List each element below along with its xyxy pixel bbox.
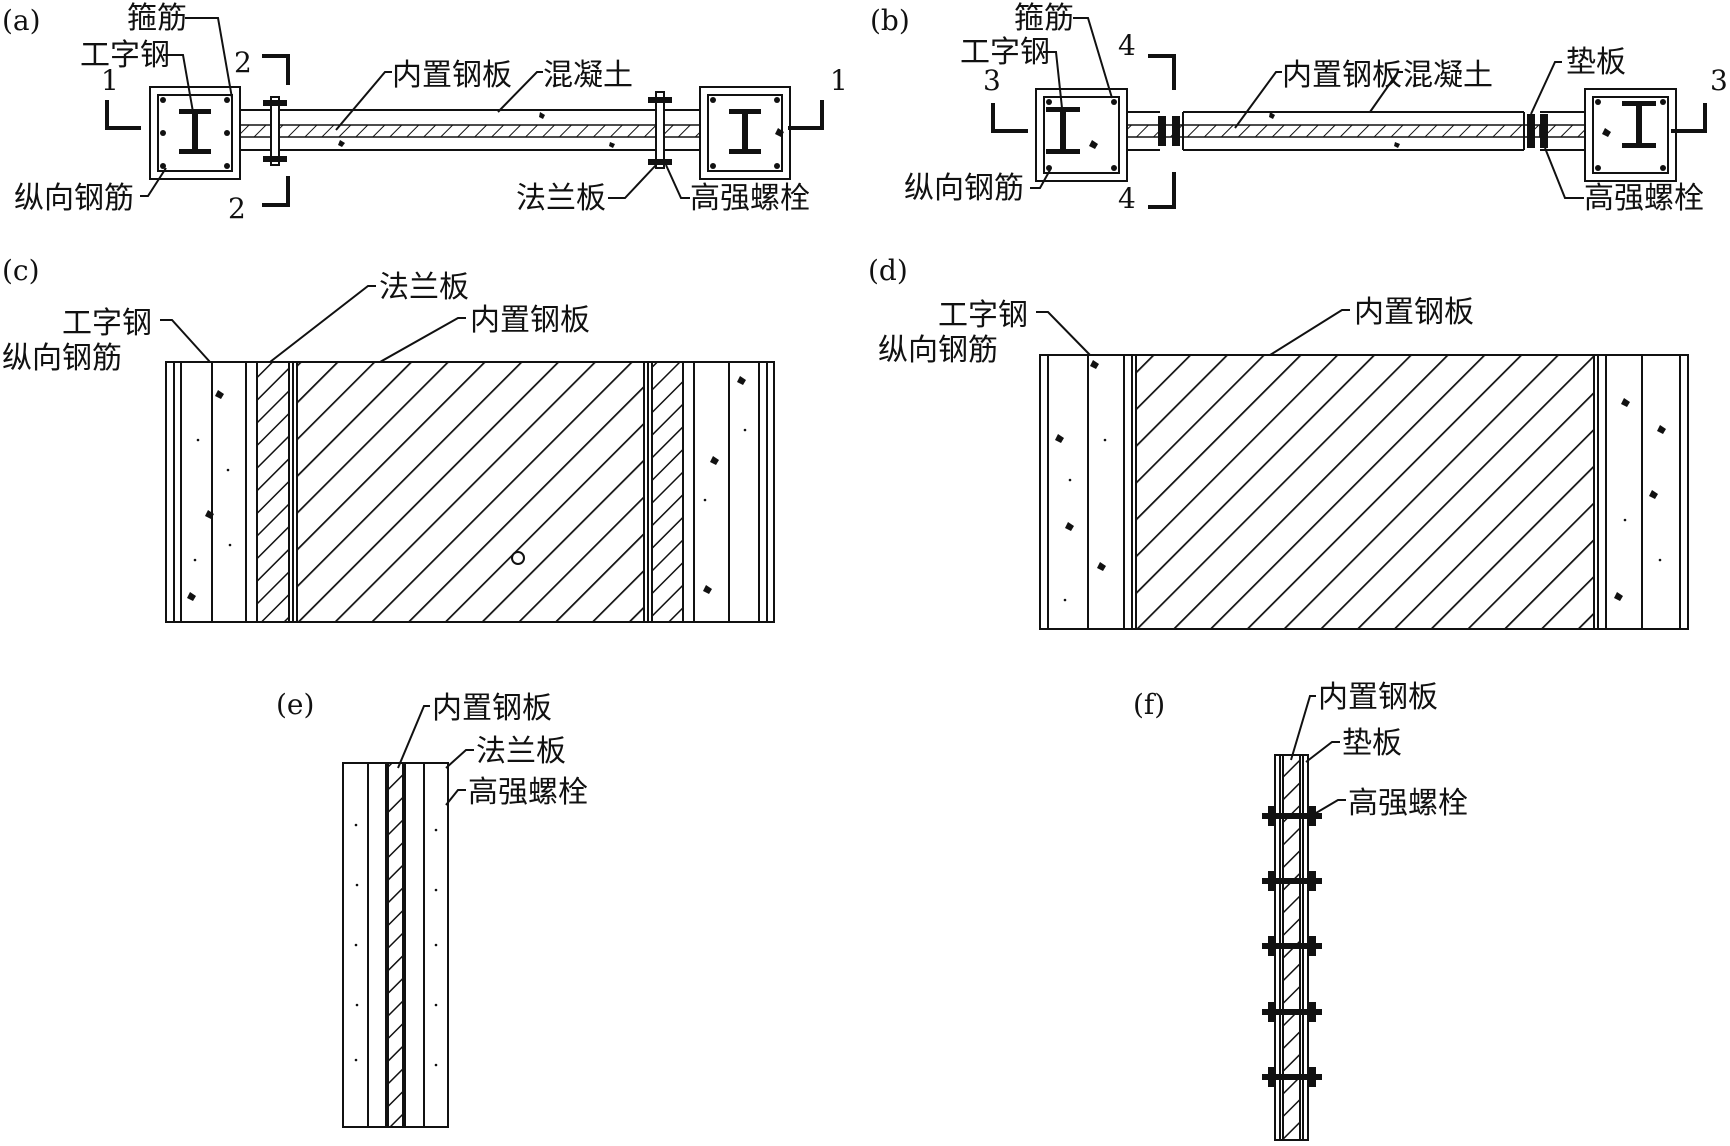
label-d-rebar: 纵向钢筋 <box>878 333 998 368</box>
column-strip-d-right <box>1597 355 1681 629</box>
label-a-stirrup: 箍筋 <box>127 1 187 36</box>
panel-b-tag: (b) <box>870 4 910 37</box>
panel-d-tag: (d) <box>868 254 908 287</box>
wall-web-b <box>1159 111 1541 151</box>
flange-strip-c-left <box>256 361 290 623</box>
column-strip-d-left <box>1047 355 1133 629</box>
label-b-rebar: 纵向钢筋 <box>904 171 1024 206</box>
panel-c: (c) <box>2 254 775 623</box>
panel-c-tag: (c) <box>2 254 40 287</box>
label-f-bolt: 高强螺栓 <box>1348 786 1468 821</box>
section-mark-b-left: 3 <box>983 64 1028 133</box>
label-a-bolt: 高强螺栓 <box>690 181 810 216</box>
steel-plate-d <box>1135 354 1595 630</box>
svg-text:3: 3 <box>983 64 1001 97</box>
section-mark-a-left: 1 <box>101 64 141 130</box>
flange-strip-c-right <box>651 361 684 623</box>
bolt-icon <box>1262 936 1322 956</box>
bolt-row-f <box>1262 806 1322 1087</box>
svg-text:2: 2 <box>234 46 252 79</box>
svg-text:2: 2 <box>228 192 246 225</box>
column-strip-c-left <box>173 362 247 622</box>
panel-f-tag: (f) <box>1133 688 1165 721</box>
label-c-plate: 内置钢板 <box>470 303 590 338</box>
svg-text:4: 4 <box>1118 29 1136 62</box>
column-right-b <box>1584 88 1677 182</box>
panel-a-tag: (a) <box>2 4 41 37</box>
label-e-plate: 内置钢板 <box>432 691 552 726</box>
panel-e-tag: (e) <box>276 688 314 721</box>
column-left-b <box>1035 88 1128 182</box>
label-f-plate: 内置钢板 <box>1318 680 1438 715</box>
column-left-a <box>149 86 241 180</box>
panel-a: (a) 1 1 2 2 <box>2 1 848 225</box>
label-b-concrete: 混凝土 <box>1403 58 1493 93</box>
label-a-concrete: 混凝土 <box>543 58 633 93</box>
steel-plate-e <box>387 762 404 1128</box>
flange-bolt-a-left <box>263 96 287 166</box>
label-e-bolt: 高强螺栓 <box>468 775 588 810</box>
bolt-icon <box>1262 806 1322 826</box>
label-d-plate: 内置钢板 <box>1354 295 1474 330</box>
label-c-ibeam: 工字钢 <box>62 306 152 341</box>
label-a-flange: 法兰板 <box>516 181 606 216</box>
label-c-flange: 法兰板 <box>379 270 469 305</box>
bolt-icon <box>1262 871 1322 891</box>
label-b-plate: 内置钢板 <box>1282 58 1402 93</box>
shim-bolt-b-right <box>1527 114 1548 148</box>
section-mark-b-right: 3 <box>1671 64 1728 133</box>
svg-text:3: 3 <box>1710 64 1728 97</box>
ibeam-icon <box>179 109 211 154</box>
bolt-icon <box>1262 1067 1322 1087</box>
panel-b: (b) 3 3 4 4 <box>870 1 1728 216</box>
section-mark-b-mid: 4 4 <box>1118 29 1176 215</box>
ibeam-icon <box>1046 107 1080 154</box>
label-a-plate: 内置钢板 <box>392 58 512 93</box>
ibeam-icon <box>729 109 761 154</box>
panel-f: (f) 内置钢板 垫板 高强螺栓 <box>1133 680 1468 1141</box>
svg-text:1: 1 <box>830 64 848 97</box>
section-mark-a-right: 1 <box>788 64 848 130</box>
label-f-shim: 垫板 <box>1342 726 1402 761</box>
svg-text:4: 4 <box>1118 182 1136 215</box>
section-mark-a-mid: 2 2 <box>228 46 290 225</box>
label-e-flange: 法兰板 <box>476 734 566 769</box>
column-strip-c-right <box>693 362 768 622</box>
label-a-ibeam: 工字钢 <box>80 38 170 73</box>
label-d-ibeam: 工字钢 <box>938 298 1028 333</box>
steel-plate-c <box>296 361 645 623</box>
panel-d: (d) 工字钢 纵向钢筋 <box>868 254 1689 630</box>
wall-web-a <box>239 109 701 151</box>
label-b-shim: 垫板 <box>1566 45 1626 80</box>
flange-bolt-a-right <box>648 91 672 169</box>
column-right-a <box>699 86 791 180</box>
label-b-bolt: 高强螺栓 <box>1584 181 1704 216</box>
label-b-stirrup: 箍筋 <box>1014 1 1074 36</box>
shim-bolt-b-left <box>1158 116 1180 146</box>
bolt-icon <box>1262 1002 1322 1022</box>
ibeam-icon <box>1622 101 1656 148</box>
label-c-rebar: 纵向钢筋 <box>2 341 122 376</box>
label-b-ibeam: 工字钢 <box>960 35 1050 70</box>
panel-e: (e) 内置钢板 法兰板 高强螺栓 <box>276 688 588 1128</box>
svg-text:1: 1 <box>101 64 119 97</box>
label-a-rebar: 纵向钢筋 <box>14 181 134 216</box>
